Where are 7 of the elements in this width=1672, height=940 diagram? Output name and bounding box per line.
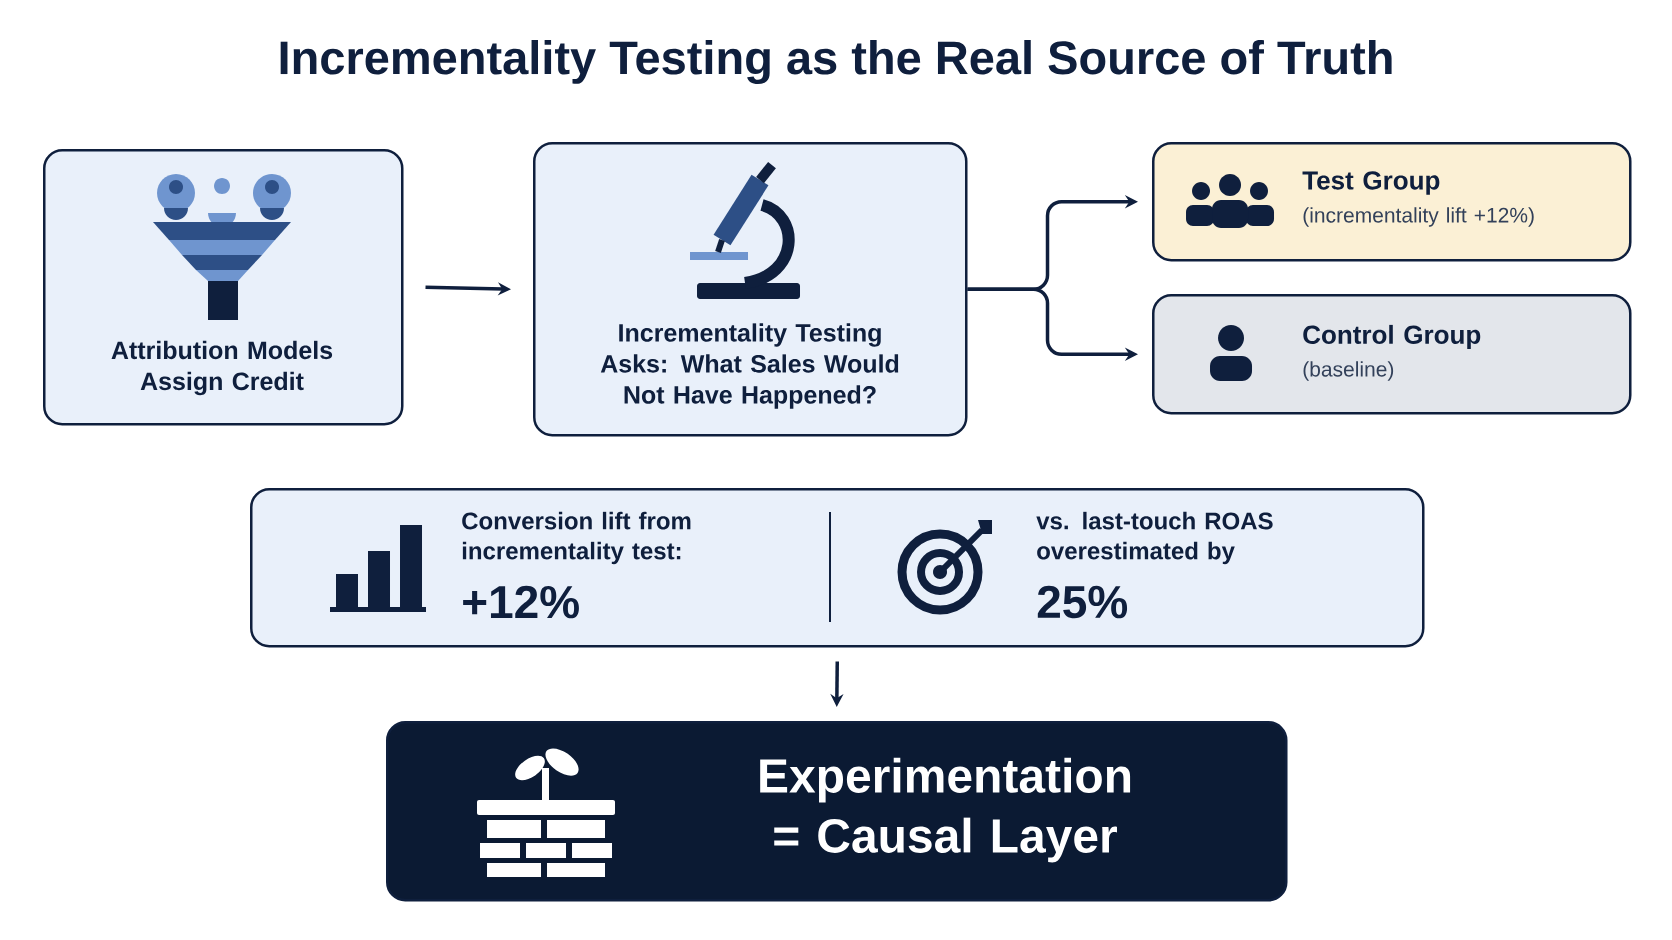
title: Incrementality Testing as the Real Source of Truth: [280, 40, 1392, 84]
result-box: Experimentation = Causal Layer: [386, 721, 1288, 902]
group-box: Test Group (incrementality lift +12%): [1152, 142, 1632, 262]
group-box: Control Group (baseline): [1152, 294, 1632, 415]
process-box: Incrementality Testing Asks: What Sales Would Not Have Happened?: [533, 142, 968, 437]
process-box: Attribution Models Assign Credit: [43, 149, 404, 426]
metrics-panel: Conversion lift from incrementality test: +12% vs. last-touch ROAS overestimated by 25%: [250, 488, 1425, 648]
